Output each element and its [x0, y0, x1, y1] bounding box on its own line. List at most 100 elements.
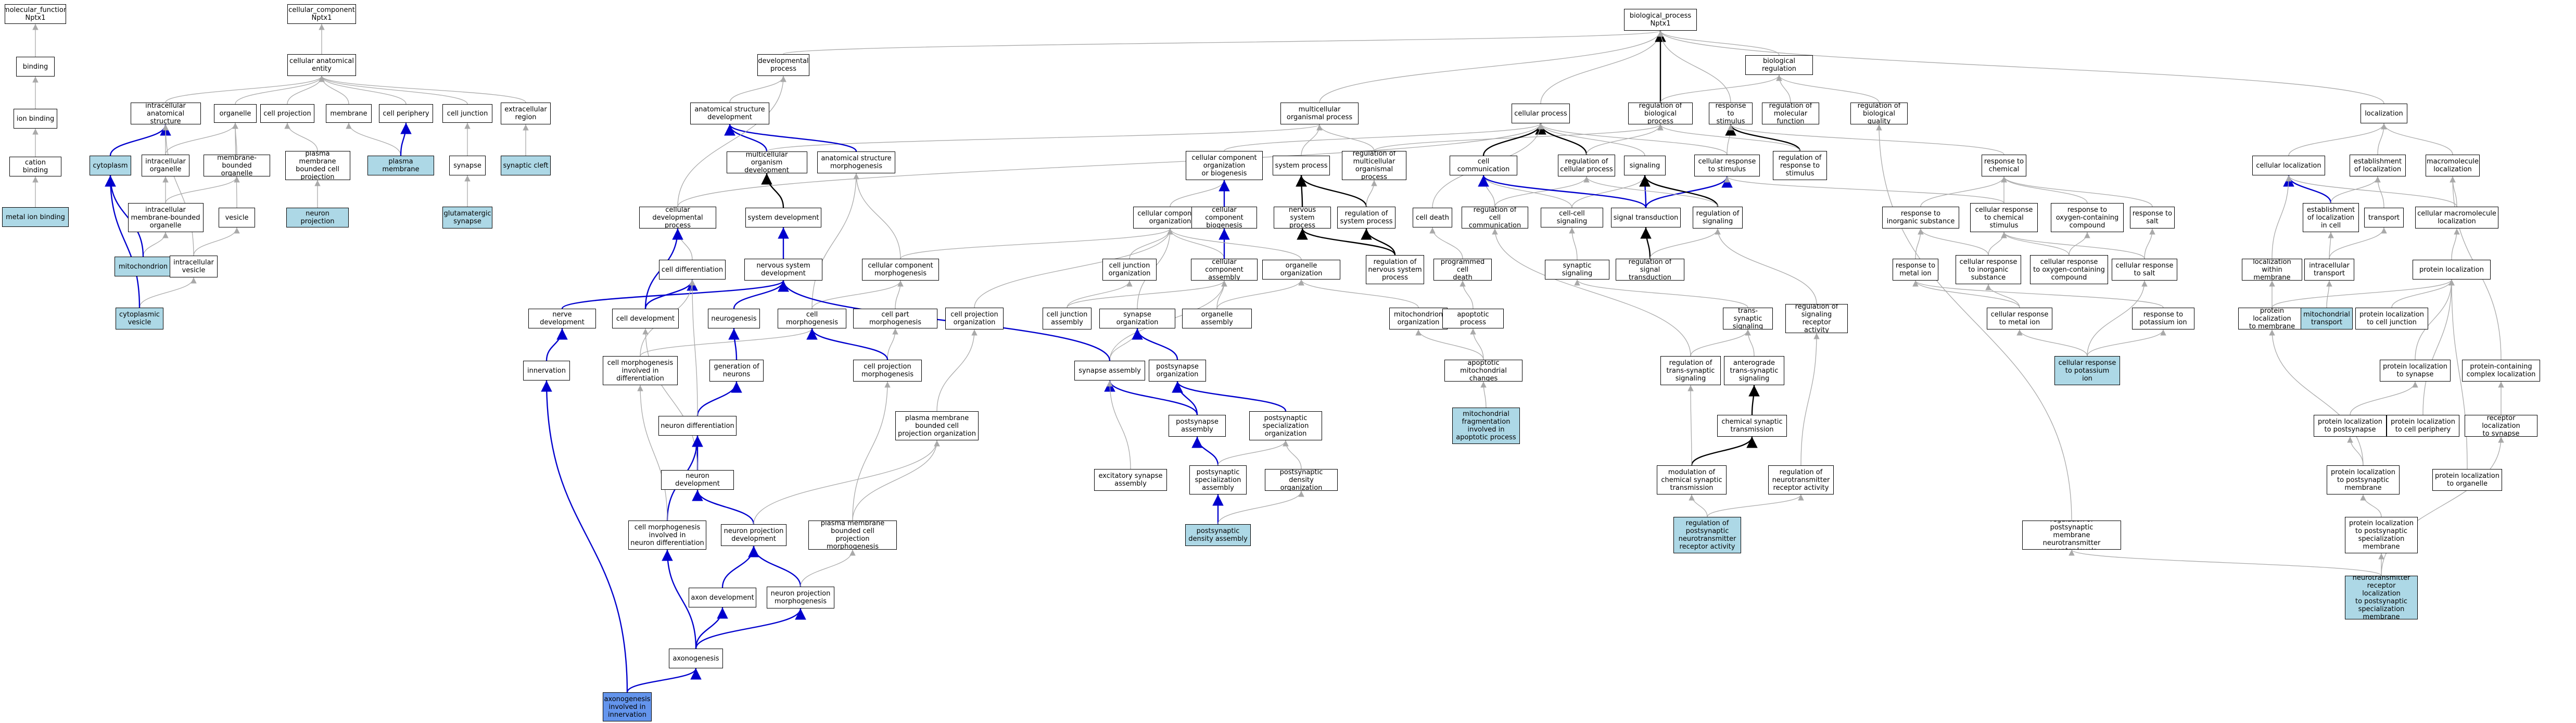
go-term-node-mbo[interactable]: membrane-bounded organelle	[204, 155, 270, 176]
go-term-node-ccsig[interactable]: cell-cell signaling	[1541, 208, 1603, 227]
go-term-node-cco[interactable]: cellular component organization	[1133, 207, 1207, 229]
go-term-node-pcla[interactable]: protein-containing complex localization	[2462, 360, 2540, 382]
go-term-node-rtsalt[interactable]: response to salt	[2130, 207, 2175, 229]
go-term-node-devproc[interactable]: developmental process	[757, 54, 809, 76]
go-term-node-asd[interactable]: anatomical structure development	[690, 103, 769, 124]
go-term-node-cytoplasm[interactable]: cytoplasm	[90, 156, 131, 175]
go-term-node-cdp[interactable]: cellular developmental process	[639, 207, 716, 229]
go-term-node-cmind[interactable]: cell morphogenesis involved in neuron di…	[628, 521, 706, 550]
go-term-node-regcc[interactable]: regulation of cell communication	[1462, 207, 1528, 229]
go-term-node-cytves[interactable]: cytoplasmic vesicle	[116, 308, 163, 329]
go-term-node-nervedev[interactable]: nerve development	[528, 309, 596, 328]
go-term-node-pls[interactable]: protein localization to synapse	[2380, 360, 2451, 382]
go-term-node-regbq[interactable]: regulation of biological quality	[1850, 103, 1908, 124]
go-term-node-regpmnrl[interactable]: regulation of postsynaptic membrane neur…	[2022, 521, 2121, 550]
go-term-node-neudev[interactable]: neuron development	[661, 470, 734, 490]
go-term-node-genneu[interactable]: generation of neurons	[709, 360, 764, 382]
go-term-node-mod[interactable]: multicellular organism development	[726, 151, 807, 173]
go-term-node-regnsp[interactable]: regulation of nervous system process	[1366, 255, 1424, 284]
go-term-node-axondev[interactable]: axon development	[689, 588, 756, 607]
go-term-node-plorg[interactable]: protein localization to organelle	[2432, 469, 2502, 491]
go-term-node-neurogenesis[interactable]: neurogenesis	[708, 309, 760, 328]
go-term-node-crs[interactable]: cellular response to stimulus	[1694, 155, 1760, 176]
go-term-node-imbo[interactable]: intracellular membrane-bounded organelle	[128, 203, 204, 232]
go-term-node-rtmi[interactable]: response to metal ion	[1893, 259, 1938, 281]
go-term-node-regmop[interactable]: regulation of multicellular organismal p…	[1342, 151, 1406, 180]
go-term-node-amc[interactable]: apoptotic mitochondrial changes	[1444, 360, 1522, 382]
go-term-node-macloc[interactable]: macromolecule localization	[2426, 155, 2480, 176]
go-term-node-extreg[interactable]: extracellular region	[501, 103, 551, 124]
go-term-node-crocc[interactable]: cellular response to oxygen-containing c…	[2030, 255, 2108, 284]
go-term-node-innerv[interactable]: innervation	[523, 361, 570, 380]
go-term-node-localization[interactable]: localization	[2361, 104, 2407, 123]
go-term-node-crmi[interactable]: cellular response to metal ion	[1987, 308, 2052, 329]
go-term-node-plcj[interactable]: protein localization to cell junction	[2355, 308, 2428, 329]
go-term-node-psasm[interactable]: postsynapse assembly	[1169, 415, 1226, 437]
go-term-node-mito[interactable]: mitochondrion	[115, 257, 172, 276]
go-term-node-crcs[interactable]: cellular response to chemical stimulus	[1970, 203, 2038, 232]
go-term-node-nrl[interactable]: neurotransmitter receptor localization t…	[2345, 576, 2418, 619]
go-term-node-sysdev[interactable]: system development	[745, 208, 821, 227]
go-term-node-npd[interactable]: neuron projection development	[721, 524, 786, 546]
go-term-node-plcp[interactable]: protein localization to cell periphery	[2387, 415, 2459, 437]
go-term-node-asm[interactable]: anatomical structure morphogenesis	[817, 151, 895, 173]
go-term-node-sigtrans[interactable]: signal transduction	[1611, 208, 1681, 227]
go-term-node-esa[interactable]: excitatory synapse assembly	[1094, 469, 1167, 491]
go-term-node-celljunc[interactable]: cell junction	[442, 104, 492, 123]
go-term-node-ats[interactable]: anterograde trans-synaptic signaling	[1724, 356, 1784, 385]
go-term-node-rtis[interactable]: response to inorganic substance	[1882, 207, 1959, 229]
go-term-node-orgorg[interactable]: organelle organization	[1262, 260, 1340, 280]
go-term-node-mf[interactable]: molecular_function Nptx1	[5, 4, 66, 24]
go-term-node-pmbcpo[interactable]: plasma membrane bounded cell projection …	[895, 411, 979, 440]
go-term-node-vesicle[interactable]: vesicle	[219, 208, 255, 227]
go-term-node-rts[interactable]: response to stimulus	[1709, 103, 1753, 124]
go-term-node-sysproc[interactable]: system process	[1273, 156, 1330, 175]
go-term-node-mitoorg[interactable]: mitochondrion organization	[1389, 308, 1448, 329]
go-term-node-orgasm[interactable]: organelle assembly	[1182, 309, 1252, 328]
go-term-node-psorg[interactable]: postsynapse organization	[1149, 360, 1206, 382]
go-term-node-apoproc[interactable]: apoptotic process	[1442, 309, 1504, 328]
go-term-node-cca[interactable]: cellular component assembly	[1191, 259, 1258, 281]
go-term-node-celldeath[interactable]: cell death	[1413, 208, 1452, 227]
go-term-node-nsd[interactable]: nervous system development	[744, 259, 822, 281]
go-term-node-crsalt[interactable]: cellular response to salt	[2112, 259, 2177, 281]
go-term-node-glusyn[interactable]: glutamatergic synapse	[442, 207, 492, 229]
go-term-node-neudiff[interactable]: neuron differentiation	[658, 416, 737, 436]
go-term-node-regpnra[interactable]: regulation of postsynaptic neurotransmit…	[1673, 517, 1741, 553]
go-term-node-synorg[interactable]: synapse organization	[1099, 309, 1175, 328]
go-term-node-axonog[interactable]: axonogenesis	[669, 649, 723, 668]
go-term-node-mcst[interactable]: modulation of chemical synaptic transmis…	[1657, 465, 1727, 494]
go-term-node-cc[interactable]: cellular_component Nptx1	[287, 4, 356, 24]
go-term-node-regsra[interactable]: regulation of signaling receptor activit…	[1785, 304, 1848, 333]
go-term-node-cellcomm[interactable]: cell communication	[1450, 156, 1517, 175]
go-term-node-regnra[interactable]: regulation of neurotransmitter receptor …	[1768, 465, 1834, 494]
go-term-node-ccmorph[interactable]: cellular component morphogenesis	[862, 259, 939, 281]
go-term-node-mfap[interactable]: mitochondrial fragmentation involved in …	[1452, 408, 1520, 444]
go-term-node-syncleft[interactable]: synaptic cleft	[501, 156, 551, 175]
go-term-node-cja[interactable]: cell junction organization	[1102, 259, 1157, 281]
go-term-node-bp[interactable]: biological_process Nptx1	[1624, 9, 1697, 31]
go-term-node-mitotrans[interactable]: mitochondrial transport	[2301, 308, 2353, 329]
go-term-node-synasm[interactable]: synapse assembly	[1074, 361, 1145, 380]
go-term-node-plm[interactable]: protein localization to membrane	[2238, 308, 2306, 329]
go-term-node-cae[interactable]: cellular anatomical entity	[287, 54, 356, 76]
go-term-node-cst[interactable]: chemical synaptic transmission	[1717, 415, 1787, 437]
go-term-node-pm[interactable]: plasma membrane	[367, 156, 434, 175]
go-term-node-biolreg[interactable]: biological regulation	[1745, 55, 1813, 75]
go-term-node-neuproj[interactable]: neuron projection	[286, 208, 349, 227]
go-term-node-crpi[interactable]: cellular response to potassium ion	[2054, 356, 2120, 385]
go-term-node-protloc[interactable]: protein localization	[2413, 260, 2491, 280]
go-term-node-pmbcpm[interactable]: plasma membrane bounded cell projection …	[808, 521, 897, 550]
go-term-node-cpo[interactable]: cell projection organization	[945, 308, 1004, 329]
go-term-node-intves[interactable]: intracellular vesicle	[170, 256, 218, 277]
go-term-node-plpm[interactable]: protein localization to postsynaptic mem…	[2327, 465, 2400, 494]
go-term-node-ionb[interactable]: ion binding	[14, 109, 57, 129]
go-term-node-ccob[interactable]: cellular component organization or bioge…	[1186, 151, 1263, 180]
go-term-node-signaling[interactable]: signaling	[1624, 156, 1666, 175]
go-term-node-transport[interactable]: transport	[2364, 208, 2404, 227]
go-term-node-metal[interactable]: metal ion binding	[2, 207, 69, 227]
go-term-node-rtocc[interactable]: response to oxygen-containing compound	[2051, 203, 2124, 232]
go-term-node-ccb[interactable]: cellular component biogenesis	[1191, 207, 1257, 229]
go-term-node-nsp[interactable]: nervous system process	[1274, 207, 1331, 229]
go-term-node-regmf[interactable]: regulation of molecular function	[1762, 103, 1819, 124]
